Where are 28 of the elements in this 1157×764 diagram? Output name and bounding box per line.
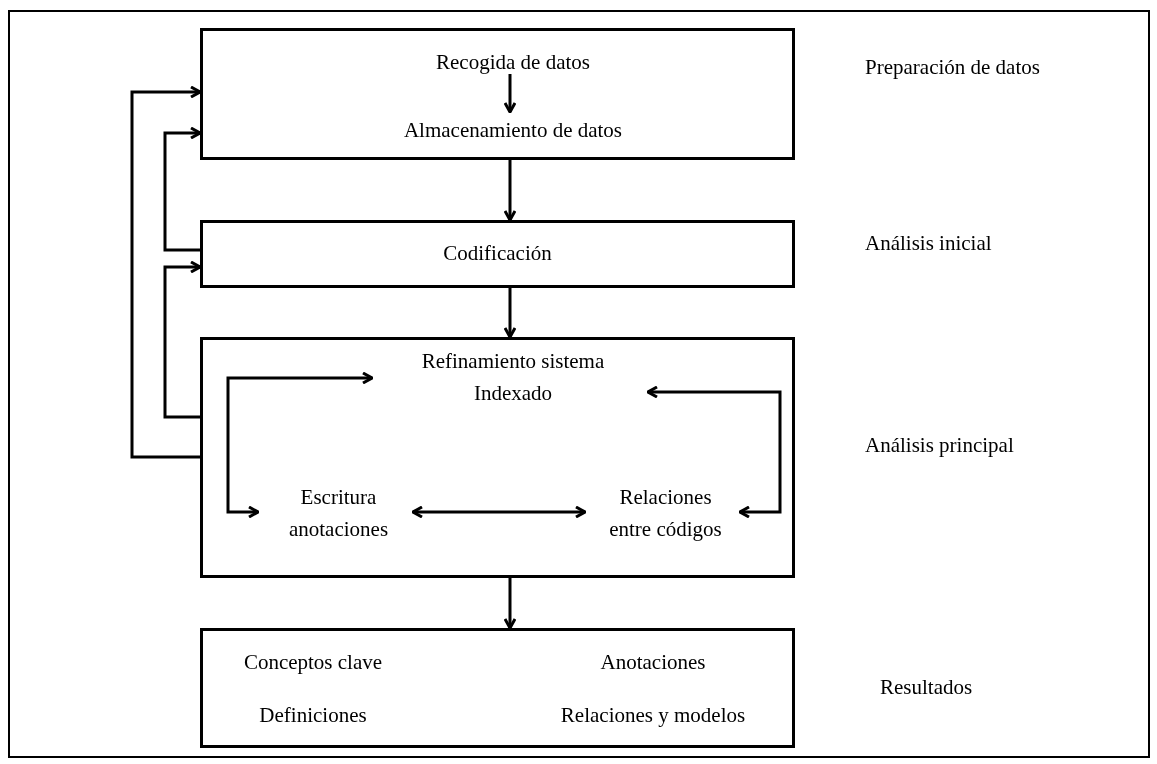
stage-box — [200, 28, 795, 160]
process-text: Recogida de datos — [403, 47, 623, 77]
result-item: Conceptos clave — [242, 649, 384, 676]
process-text: Relaciones entre códigos — [588, 481, 743, 545]
process-label: Codificación — [442, 240, 553, 268]
stage-label: Análisis inicial — [865, 230, 992, 257]
arrow — [503, 288, 517, 339]
result-item: Definiciones — [258, 702, 368, 729]
stage-label: Preparación de datos — [865, 54, 1040, 81]
arrow — [226, 371, 374, 519]
arrow — [163, 260, 202, 419]
result-item: Anotaciones — [599, 649, 707, 676]
arrow — [411, 505, 587, 519]
stage-label: Resultados — [880, 674, 973, 701]
process-text: Almacenamiento de datos — [365, 115, 661, 145]
stage-box — [200, 337, 795, 578]
arrow — [130, 85, 202, 459]
process-text: Refinamiento sistema Indexado — [375, 345, 651, 409]
arrow — [503, 160, 517, 222]
arrow — [646, 385, 782, 519]
process-box — [200, 628, 795, 748]
arrow — [163, 126, 202, 252]
arrow — [503, 578, 517, 630]
process-text: Escritura anotaciones — [261, 481, 416, 545]
process-box — [200, 220, 795, 288]
stage-label: Análisis principal — [865, 432, 1014, 459]
arrow — [503, 74, 517, 114]
result-item: Relaciones y modelos — [559, 702, 747, 729]
